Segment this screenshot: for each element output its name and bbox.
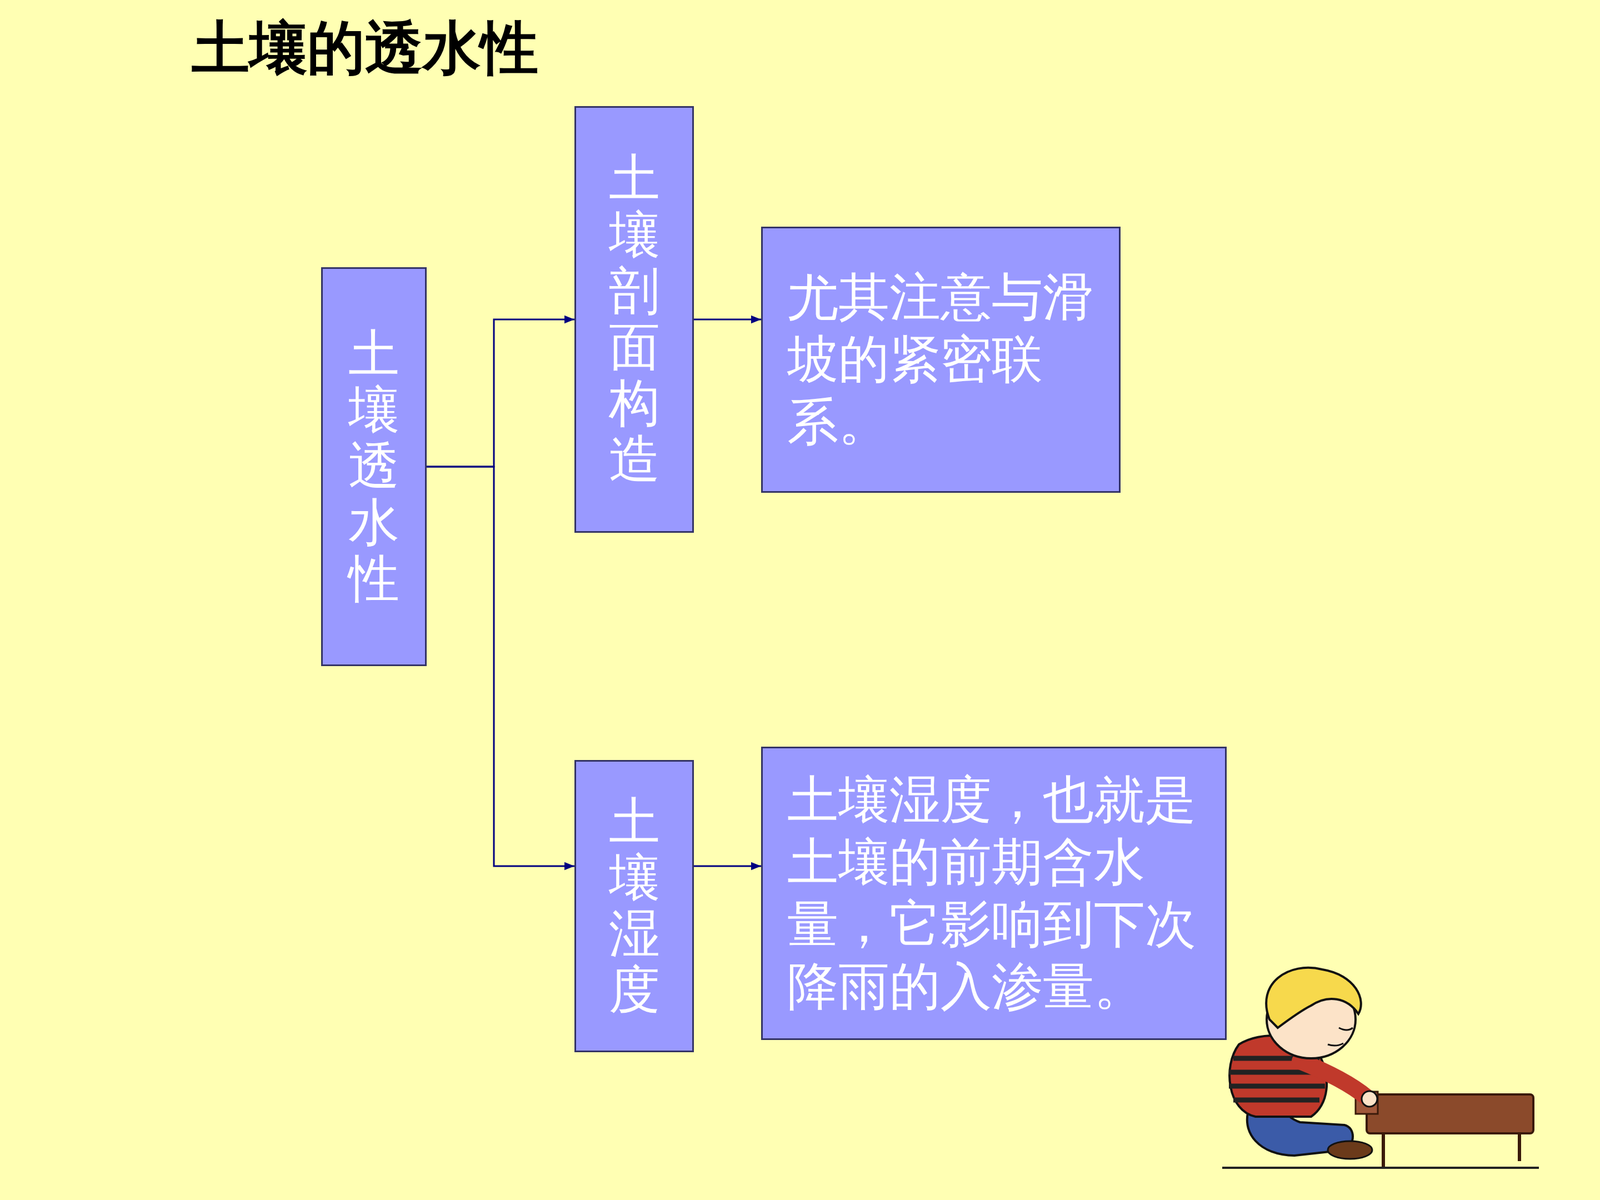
vertical-label: 土壤剖面构造 bbox=[608, 150, 660, 488]
category-box: 土壤透水性 bbox=[321, 267, 427, 667]
boy-at-piano bbox=[1222, 967, 1539, 1168]
note-box: 尤其注意与滑坡的紧密联系。 bbox=[761, 226, 1121, 493]
vertical-label: 土壤透水性 bbox=[348, 326, 400, 608]
page-title: 土壤的透水性 bbox=[191, 16, 539, 80]
body-text: 土壤湿度，也就是土壤的前期含水量，它影响到下次降雨的入渗量。 bbox=[787, 768, 1201, 1019]
connector-arrow bbox=[426, 319, 575, 467]
connector-arrow bbox=[693, 318, 762, 321]
vertical-label: 土壤湿度 bbox=[608, 793, 660, 1019]
body-text: 尤其注意与滑坡的紧密联系。 bbox=[787, 266, 1095, 454]
category-box: 土壤剖面构造 bbox=[574, 106, 694, 533]
connector-arrow bbox=[693, 865, 762, 868]
note-box: 土壤湿度，也就是土壤的前期含水量，它影响到下次降雨的入渗量。 bbox=[761, 746, 1227, 1040]
category-box: 土壤湿度 bbox=[574, 760, 694, 1053]
connector-arrow bbox=[426, 466, 575, 867]
